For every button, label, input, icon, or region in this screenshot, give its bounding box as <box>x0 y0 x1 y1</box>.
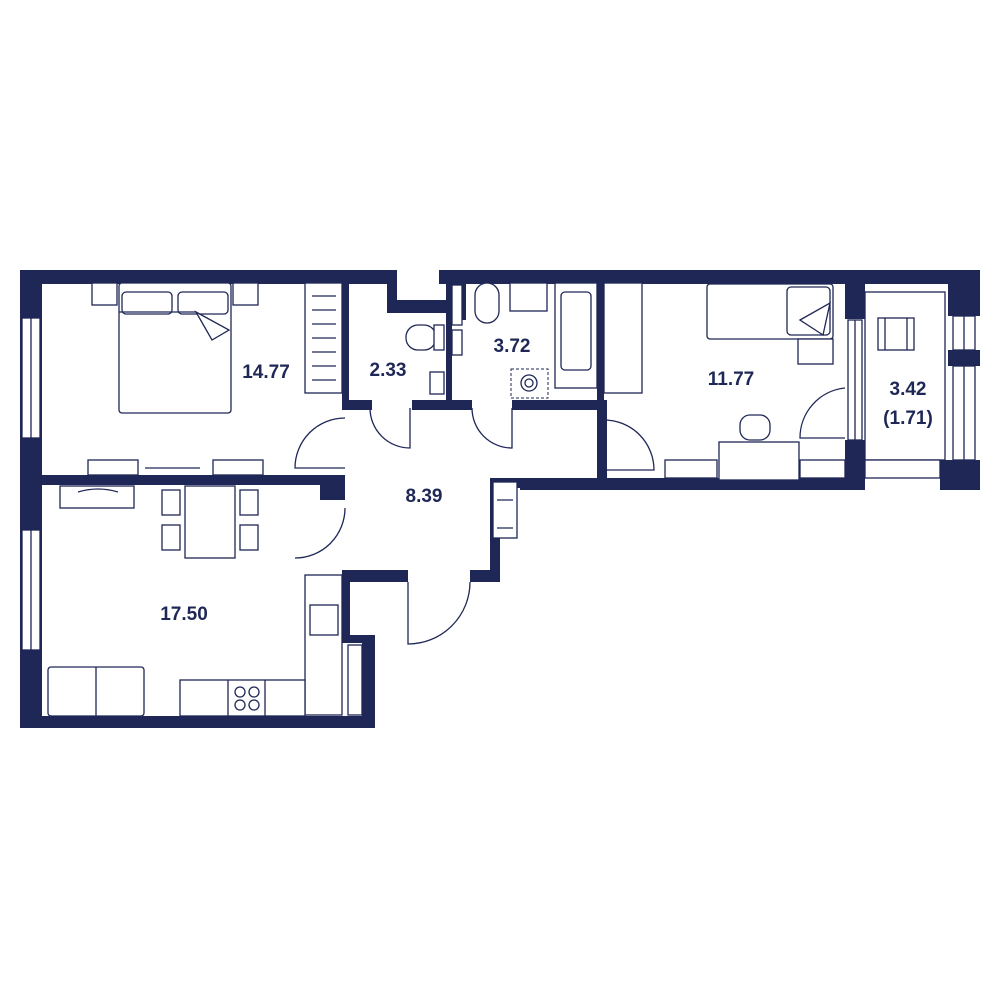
toilet-fixtures <box>405 284 463 395</box>
bathroom-fixtures <box>474 282 598 399</box>
kitchen-living-furniture <box>47 485 363 717</box>
room-area-hallway: 8.39 <box>405 486 443 507</box>
room-area-bedroom-2: 11.77 <box>707 369 755 390</box>
room-area-toilet: 2.33 <box>369 360 407 381</box>
windows <box>21 315 976 651</box>
hangers <box>312 282 643 539</box>
bedroom-furniture <box>87 282 343 476</box>
bedroom-2-furniture <box>664 283 846 481</box>
room-area-bedroom: 14.77 <box>242 362 290 383</box>
room-area-kitchen-living: 17.50 <box>160 604 208 625</box>
balcony <box>864 291 946 479</box>
room-area-balcony: 3.42 <box>889 379 927 400</box>
doors <box>294 387 846 645</box>
room-area-bathroom: 3.72 <box>493 336 531 357</box>
room-area-balcony-reduced: (1.71) <box>883 408 933 429</box>
